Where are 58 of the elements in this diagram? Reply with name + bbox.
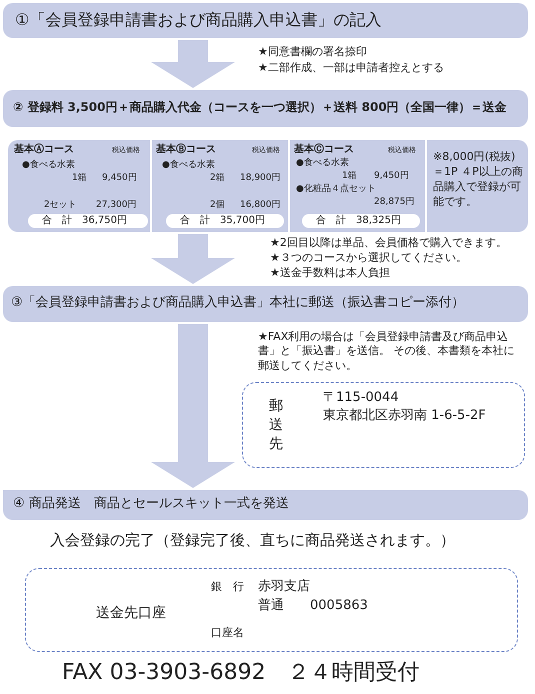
text: 合 計 35,700円 xyxy=(180,215,265,226)
note-text: 入会登録の完了（登録完了後、直ちに商品発送されます。） xyxy=(50,532,455,550)
text: 18,900円 xyxy=(240,173,280,184)
heading-text: 基本Ⓑコース xyxy=(156,144,216,156)
text: 合 計 36,750円 xyxy=(42,215,127,226)
text: 赤羽支店 xyxy=(258,580,310,595)
block-arrow xyxy=(151,40,235,88)
heading-text: ④ 商品発送 商品とセールスキット一式を発送 xyxy=(13,497,289,512)
heading-text: 郵送先 xyxy=(269,397,284,454)
text: 〒115-0044 xyxy=(323,391,399,406)
text: 2セット xyxy=(44,200,77,210)
text: ●食べる水素 xyxy=(162,160,215,170)
heading-text: 送金先口座 xyxy=(96,605,166,622)
total-pill xyxy=(28,214,148,228)
text: ●食べる水素 xyxy=(22,160,75,170)
text: 普通 0005863 xyxy=(258,599,368,614)
text: ●食べる水素 xyxy=(296,158,349,168)
heading-text: ①「会員登録申請書および商品購入申込書」の記入 xyxy=(15,11,382,30)
heading-text: 基本Ⓒコース xyxy=(294,144,354,156)
block-arrow xyxy=(151,234,235,284)
text: 9,450円 xyxy=(102,173,137,184)
heading-text: 基本Ⓐコース xyxy=(14,144,74,156)
info-box xyxy=(242,382,525,468)
heading-text: ② 登録料 3,500円＋商品購入代金（コースを一つ選択）＋送料 800円（全国一律）＝送金 xyxy=(13,101,507,115)
note-text: ★二部作成、一部は申請者控えとする xyxy=(258,62,444,75)
total-pill xyxy=(302,214,420,228)
text: 28,875円 xyxy=(374,197,414,208)
course-panel xyxy=(8,140,150,232)
text: 1箱 xyxy=(342,171,357,182)
course-panel xyxy=(427,140,528,232)
contact-line: FAX 03-3903-6892 ２４時間受付 xyxy=(62,660,420,686)
text: 銀 行 xyxy=(211,581,244,594)
text: 口座名 xyxy=(211,627,244,640)
course-panel xyxy=(152,140,288,232)
total-pill xyxy=(166,214,284,228)
text: 2個 xyxy=(210,200,225,210)
step-band xyxy=(3,490,528,520)
info-box xyxy=(25,568,518,652)
text: 2箱 xyxy=(210,173,225,184)
text: 合 計 38,325円 xyxy=(316,215,401,226)
text: 9,450円 xyxy=(374,171,409,182)
note-text: ★同意書欄の署名捺印 xyxy=(258,46,367,59)
note-text: ★３つのコースから選択してください。 xyxy=(270,252,467,265)
note-text: ★送金手数料は本人負担 xyxy=(270,267,390,280)
block-arrow xyxy=(151,324,235,488)
step-band xyxy=(3,286,528,322)
note-text: ★FAX利用の場合は「会員登録申請書及び商品申込書」と「振込書」を送信。 その後、本書類を本社に郵送してください。 xyxy=(258,330,516,373)
text: 27,300円 xyxy=(96,200,136,210)
text: 16,800円 xyxy=(240,200,280,210)
note-text: ★2回目以降は単品、会員価格で購入できます。 xyxy=(270,237,507,250)
text: ●化粧品４点セット xyxy=(296,184,376,194)
heading-text: ※8,000円(税抜)＝1P ４P以上の商品購入で登録が可能です。 xyxy=(433,150,524,210)
step-band xyxy=(3,3,528,38)
text: 1箱 xyxy=(72,173,87,184)
text: 東京都北区赤羽南 1-6-5-2F xyxy=(323,409,486,424)
step-band xyxy=(3,90,528,127)
course-panel xyxy=(290,140,425,232)
heading-text: ③「会員登録申請書および商品購入申込書」本社に郵送（振込書コピー添付） xyxy=(11,296,465,311)
